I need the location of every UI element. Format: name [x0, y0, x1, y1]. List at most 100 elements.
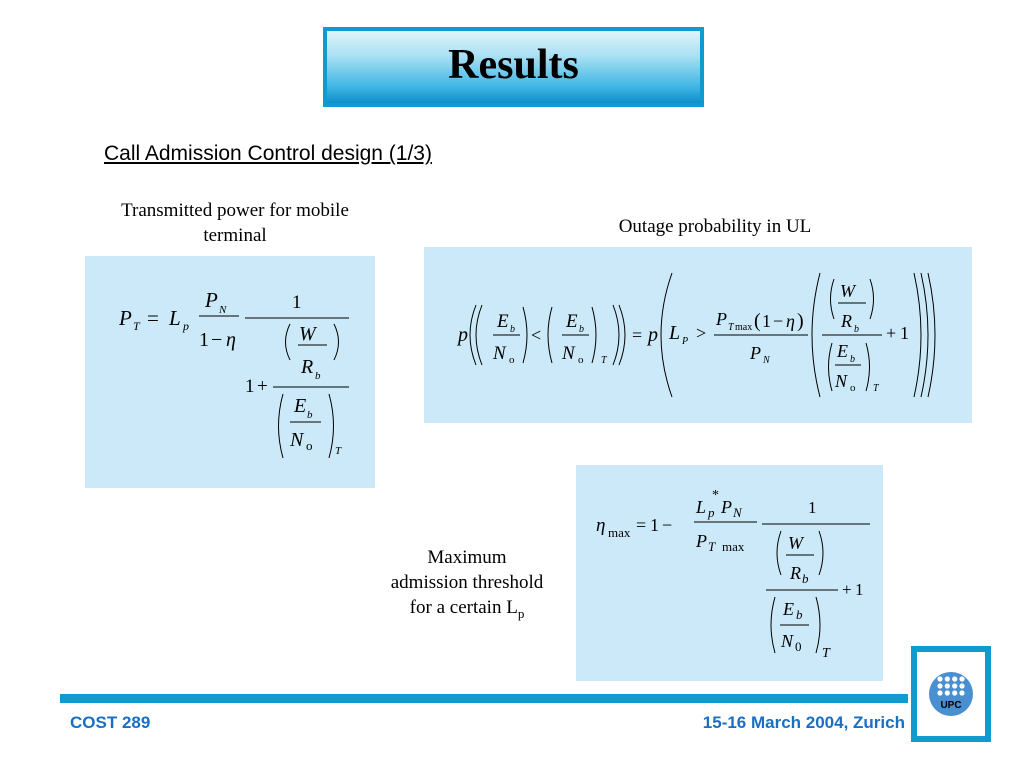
- svg-text:=: =: [632, 325, 642, 345]
- svg-text:T: T: [133, 319, 141, 333]
- svg-text:p: p: [456, 324, 468, 346]
- svg-text:E: E: [565, 311, 578, 332]
- svg-text:P: P: [118, 306, 132, 330]
- svg-text:R: R: [840, 311, 852, 331]
- svg-text:1: 1: [199, 329, 209, 351]
- svg-text:1: 1: [900, 323, 909, 343]
- caption-max-line3-text: for a certain L: [409, 597, 518, 618]
- svg-text:W: W: [840, 281, 857, 301]
- section-subtitle: Call Admission Control design (1/3): [104, 142, 432, 165]
- upc-logo-text: UPC: [940, 700, 961, 711]
- svg-text:P: P: [720, 497, 732, 517]
- svg-text:1: 1: [245, 376, 255, 397]
- svg-text:max: max: [735, 322, 752, 333]
- formula-transmitted-power: P T = L p P N 1 − η 1 W R b 1 + E b N o …: [118, 288, 349, 459]
- svg-text:b: b: [850, 354, 855, 365]
- svg-text:<: <: [531, 325, 541, 345]
- svg-text:T: T: [728, 322, 735, 333]
- formula-panel-transmitted-power: P T = L p P N 1 − η 1 W R b 1 + E b N o …: [85, 256, 375, 488]
- svg-text:T: T: [335, 445, 342, 457]
- svg-text:N: N: [834, 371, 848, 391]
- svg-text:E: E: [496, 311, 509, 332]
- svg-text:(: (: [754, 310, 761, 332]
- svg-text:p: p: [646, 324, 658, 346]
- svg-text:N: N: [762, 355, 771, 366]
- svg-text:>: >: [696, 323, 706, 343]
- svg-text:η: η: [786, 311, 795, 331]
- svg-text:1: 1: [808, 498, 817, 517]
- upc-logo-icon: UPC: [929, 672, 973, 716]
- formula-panel-max-threshold: η max = 1 − L p * P N P T max 1 W R b + …: [576, 465, 883, 681]
- svg-text:b: b: [307, 409, 313, 421]
- svg-text:o: o: [850, 382, 856, 394]
- caption-outage-probability: Outage probability in UL: [618, 216, 812, 237]
- formula-outage-probability: p E b N o < E b N o T = p L P > P T max …: [456, 272, 936, 398]
- svg-text:+: +: [842, 580, 852, 599]
- svg-text:+: +: [886, 323, 896, 343]
- caption-max-line3: for a certain Lp: [362, 595, 572, 626]
- svg-text:o: o: [509, 354, 515, 366]
- svg-text:P: P: [681, 336, 688, 347]
- svg-text:W: W: [788, 533, 805, 553]
- svg-text:−: −: [211, 329, 222, 351]
- svg-text:): ): [797, 310, 804, 332]
- svg-text:−: −: [662, 515, 672, 535]
- svg-text:T: T: [873, 383, 880, 394]
- svg-text:W: W: [299, 323, 318, 345]
- title-box: Results: [323, 27, 704, 107]
- svg-text:E: E: [836, 341, 848, 361]
- svg-text:*: *: [712, 488, 719, 503]
- svg-text:0: 0: [795, 639, 802, 654]
- svg-text:b: b: [510, 324, 515, 335]
- svg-text:T: T: [601, 355, 608, 366]
- svg-text:η: η: [226, 329, 236, 351]
- svg-text:max: max: [608, 525, 631, 540]
- caption-max-line1: Maximum: [427, 547, 507, 568]
- svg-text:b: b: [802, 571, 809, 586]
- caption-max-line3-sub: p: [517, 605, 525, 621]
- svg-text:1: 1: [762, 311, 771, 331]
- svg-text:1: 1: [292, 292, 302, 313]
- formula-panel-outage-probability: p E b N o < E b N o T = p L P > P T max …: [424, 247, 972, 423]
- svg-text:o: o: [578, 354, 584, 366]
- svg-text:R: R: [789, 563, 801, 583]
- svg-text:R: R: [300, 356, 313, 378]
- caption-max-line2: admission threshold: [390, 572, 544, 593]
- svg-text:o: o: [306, 438, 313, 453]
- svg-text:N: N: [218, 304, 227, 316]
- svg-text:1: 1: [650, 515, 659, 535]
- upc-logo: UPC: [911, 646, 991, 742]
- svg-text:max: max: [722, 539, 745, 554]
- svg-text:P: P: [715, 309, 727, 329]
- svg-text:η: η: [596, 515, 605, 536]
- svg-text:L: L: [695, 497, 706, 517]
- footer-bar: [60, 694, 908, 703]
- svg-text:T: T: [822, 646, 831, 661]
- svg-text:=: =: [147, 306, 159, 330]
- svg-text:E: E: [293, 395, 306, 417]
- svg-text:N: N: [289, 429, 305, 451]
- svg-text:p: p: [707, 505, 715, 520]
- page-title: Results: [448, 42, 579, 88]
- svg-text:P: P: [204, 288, 218, 312]
- svg-text:T: T: [708, 539, 716, 554]
- svg-text:N: N: [492, 343, 507, 364]
- svg-text:b: b: [854, 324, 859, 335]
- svg-text:N: N: [732, 505, 743, 520]
- svg-text:L: L: [668, 322, 680, 344]
- svg-text:E: E: [782, 599, 794, 619]
- formula-max-threshold: η max = 1 − L p * P N P T max 1 W R b + …: [596, 488, 870, 661]
- svg-text:P: P: [749, 343, 761, 363]
- svg-text:L: L: [168, 306, 181, 330]
- svg-text:b: b: [796, 607, 803, 622]
- svg-text:b: b: [315, 370, 321, 382]
- svg-text:N: N: [780, 631, 794, 651]
- caption-transmitted-power: Transmitted power for mobile terminal: [121, 200, 349, 246]
- footer-right-text: 15-16 March 2004, Zurich: [702, 713, 905, 732]
- svg-text:=: =: [636, 515, 646, 535]
- footer-left-text: COST 289: [70, 713, 151, 732]
- svg-text:+: +: [257, 376, 268, 397]
- caption-max-threshold: Maximum admission threshold for a certai…: [362, 545, 572, 626]
- svg-text:1: 1: [855, 580, 864, 599]
- svg-text:N: N: [561, 343, 576, 364]
